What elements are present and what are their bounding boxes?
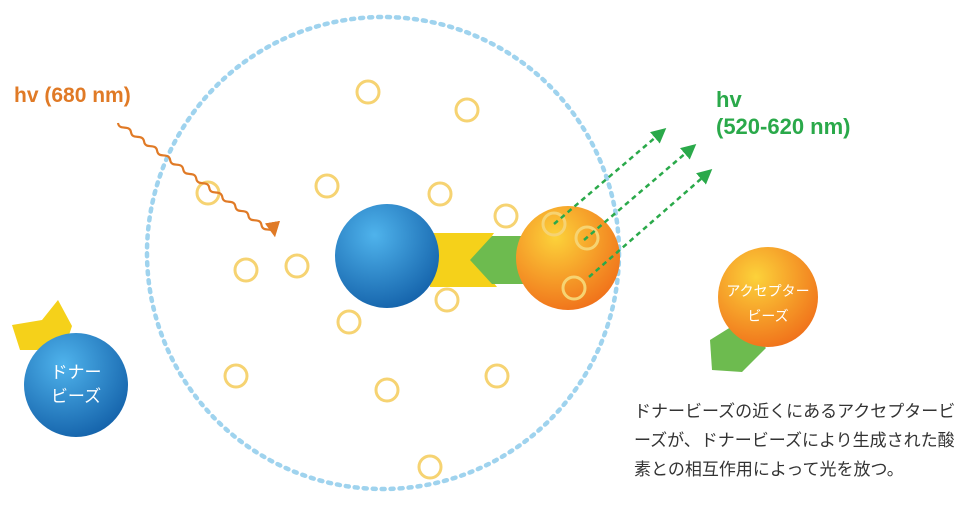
donor-bead-label: ドナー ビーズ [28, 361, 124, 409]
donor-bead-label-line2: ビーズ [50, 387, 102, 407]
emission-label: hv (520-620 nm) [716, 86, 851, 140]
oxygen-ring [284, 253, 310, 279]
acceptor-bead-label-line1: アクセプター [726, 284, 810, 300]
donor-tag-center [430, 233, 497, 287]
oxygen-ring [374, 377, 400, 403]
description-text: ドナービーズの近くにあるアクセプタービーズが、ドナービーズにより生成された酸素と… [634, 402, 956, 480]
oxygen-on-acceptor-group [541, 211, 600, 301]
singlet-oxygen-group [195, 79, 519, 480]
oxygen-ring [223, 363, 249, 389]
oxygen-ring [493, 203, 519, 229]
oxygen-ring [484, 363, 510, 389]
oxygen-ring [336, 309, 362, 335]
oxygen-ring [541, 211, 567, 237]
oxygen-ring [314, 173, 340, 199]
donor-bead-label-line1: ドナー [50, 363, 102, 383]
acceptor-bead-label-line2: ビーズ [747, 309, 789, 325]
oxygen-ring [233, 257, 259, 283]
emission-label-line2: (520-620 nm) [716, 114, 851, 139]
emission-arrow [553, 128, 667, 225]
oxygen-ring [427, 181, 453, 207]
emission-arrow [583, 144, 697, 241]
donor-bead-center [335, 204, 439, 308]
oxygen-ring [434, 287, 460, 313]
excitation-label: hv (680 nm) [14, 84, 131, 107]
oxygen-ring [454, 97, 480, 123]
oxygen-ring [355, 79, 381, 105]
donor-bead-legend [24, 333, 128, 437]
acceptor-tag-center [470, 236, 526, 284]
emission-label-line1: hv [716, 87, 742, 112]
oxygen-ring [417, 454, 443, 480]
acceptor-bead-legend [718, 247, 818, 347]
excitation-wave-arrow [116, 122, 281, 238]
oxygen-ring [561, 275, 587, 301]
oxygen-ring [574, 225, 600, 251]
acceptor-bead-label: アクセプター ビーズ [714, 280, 822, 330]
